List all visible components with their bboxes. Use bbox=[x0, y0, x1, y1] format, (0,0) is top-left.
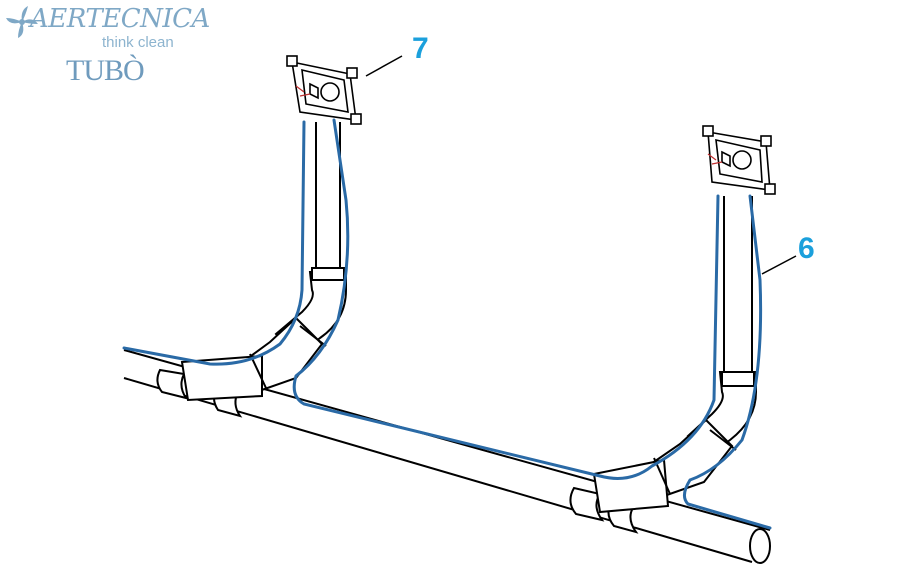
right-riser bbox=[592, 196, 757, 514]
left-wall-box bbox=[286, 55, 362, 125]
brand-logo: AERTECNICA think clean TUBÒ bbox=[6, 4, 210, 94]
callout-leaders bbox=[365, 55, 797, 275]
brand-tagline: think clean bbox=[102, 34, 174, 51]
fan-icon bbox=[6, 6, 38, 38]
callout-label-6: 6 bbox=[798, 232, 815, 265]
left-riser bbox=[180, 122, 347, 402]
callout-label-7: 7 bbox=[412, 32, 429, 65]
brand-name: AERTECNICA bbox=[30, 4, 210, 34]
product-name: TUBÒ bbox=[66, 54, 145, 87]
right-wall-box bbox=[702, 125, 776, 195]
signal-cable bbox=[122, 118, 772, 530]
